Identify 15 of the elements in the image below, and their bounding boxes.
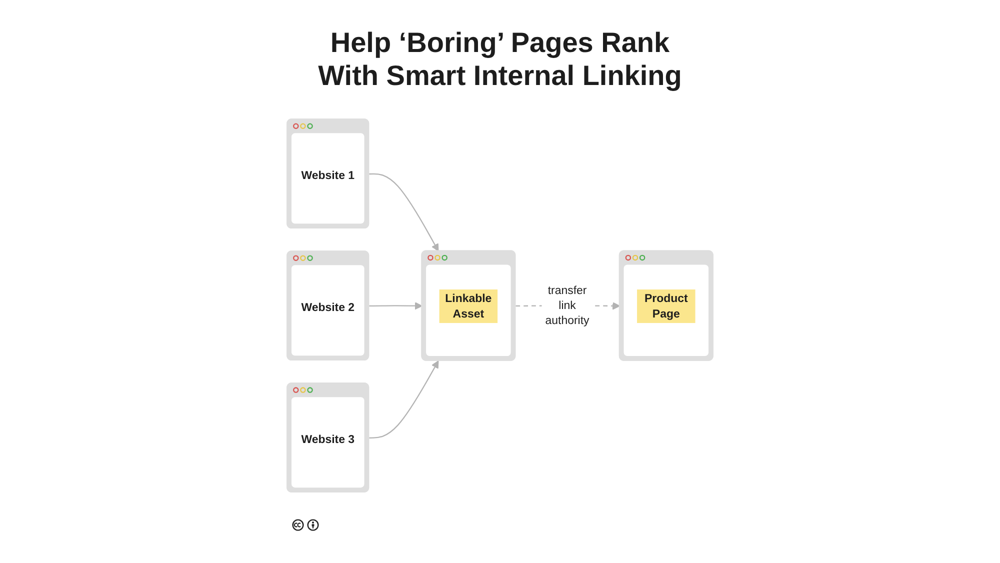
node-label: Website 1 — [301, 168, 355, 184]
browser-window — [286, 383, 370, 493]
node-label: Website 3 — [301, 432, 355, 448]
arrow — [369, 360, 439, 439]
title: Help ‘Boring’ Pages Rank With Smart Internal Linking — [317, 26, 683, 92]
arrow — [369, 302, 422, 310]
browser-window — [286, 119, 370, 229]
highlighted-label: Product Page — [637, 290, 696, 324]
browser-window — [618, 250, 714, 362]
node-label: Website 2 — [301, 300, 355, 316]
highlighted-label: Linkable Asset — [439, 290, 498, 324]
arrow — [369, 174, 439, 252]
browser-window — [286, 251, 370, 361]
browser-window — [421, 250, 516, 362]
edge-label: transfer link authority — [542, 284, 593, 328]
